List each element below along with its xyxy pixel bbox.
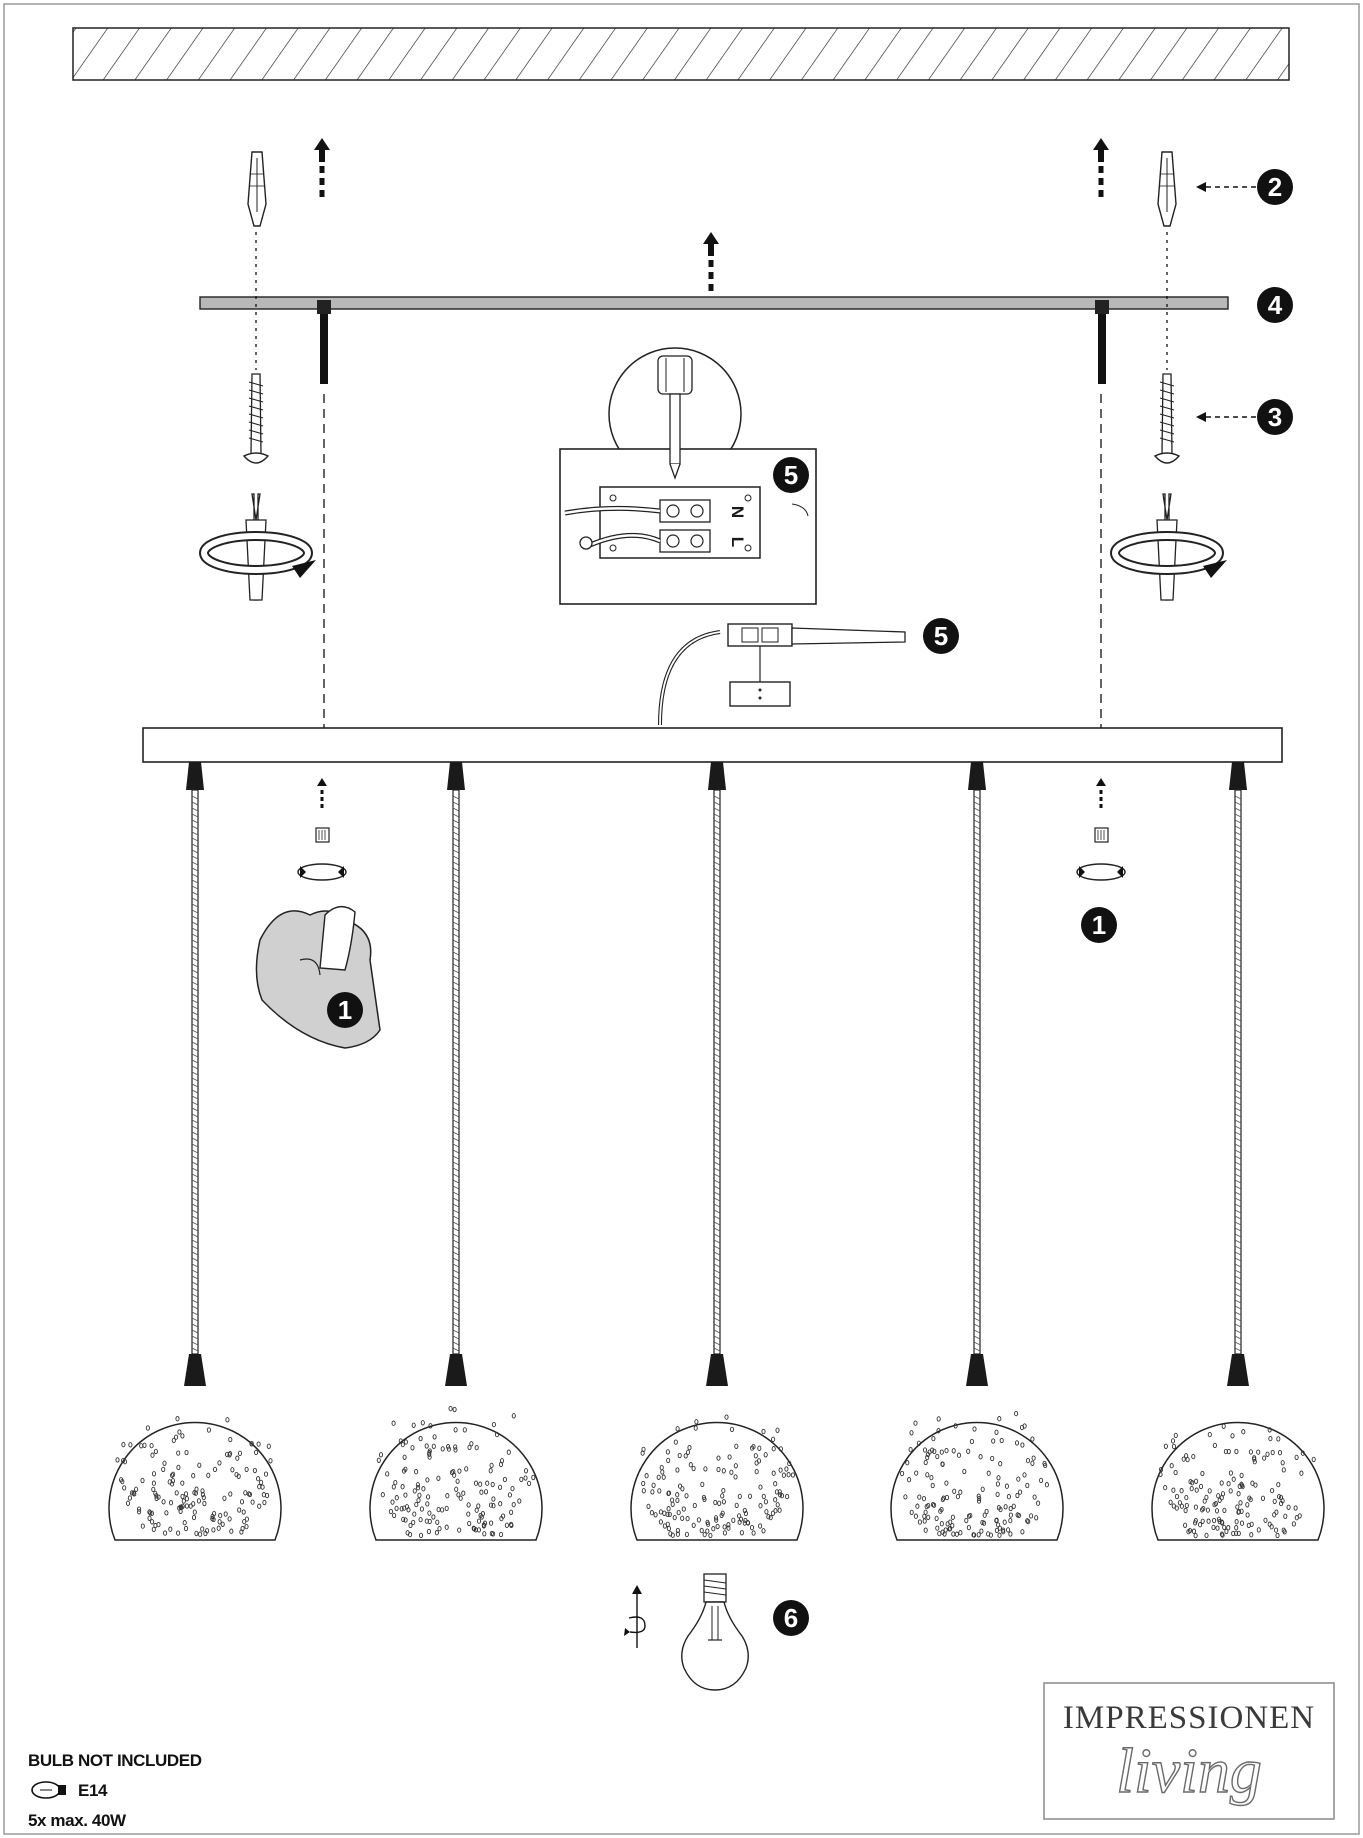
svg-text:living: living [1116,1735,1262,1806]
lamp-base-bar [142,727,1283,763]
screwdriver-rotate-left [199,493,316,601]
step-badge-5-inset: 5 [773,457,809,493]
socket-type-text: E14 [78,1781,108,1800]
svg-text:5: 5 [784,460,798,490]
up-arrow-center [703,232,719,294]
wattage-text: 5x max. 40W [28,1811,127,1830]
up-arrow-right [1093,138,1109,200]
mounting-plate [199,296,1229,310]
svg-text:IMPRESSIONEN: IMPRESSIONEN [1063,1700,1315,1736]
svg-text:1: 1 [338,995,352,1025]
wall-plug-right [1157,151,1177,227]
step-badge-1-hand: 1 [327,992,363,1028]
pendant-shade [890,1421,1064,1541]
pendant-lamps [108,762,1325,1541]
plate-bolt-right [1095,300,1109,384]
pendant-shade [108,1421,282,1541]
leader-arrows [1196,182,1256,422]
terminal-label-live: L [728,537,747,547]
page-border [3,3,1360,1835]
brand-logo: IMPRESSIONEN living [1043,1682,1335,1820]
fastening-guide-lines [255,232,1168,730]
bulb-not-included-text: BULB NOT INCLUDED [28,1751,202,1770]
pendant-1 [108,762,282,1541]
step-badge-2: 2 [1257,169,1293,205]
screwdriver-rotate-right [1110,493,1227,601]
terminal-block [564,486,809,559]
hand-turning-knob [255,906,381,1049]
pendant-shade [630,1421,804,1541]
svg-text:3: 3 [1268,402,1282,432]
terminal-label-neutral: N [728,506,747,518]
step-badge-1-right: 1 [1081,907,1117,943]
svg-text:4: 4 [1268,290,1283,320]
screw-right [1153,373,1181,464]
step-badge-5-connector: 5 [923,618,959,654]
step-badge-4: 4 [1257,287,1293,323]
finial-knob-right [1076,778,1126,881]
step-badge-6: 6 [773,1600,809,1636]
svg-text:5: 5 [934,621,948,651]
screw-left [242,373,270,464]
bulb-icon [31,1781,66,1799]
bulb-install [624,1573,749,1691]
pendant-4 [890,762,1064,1541]
connector-cable [658,623,906,726]
svg-text:1: 1 [1092,910,1106,940]
pendant-3 [630,762,804,1541]
pendant-shade [1151,1421,1325,1541]
ceiling [72,27,1290,81]
svg-text:6: 6 [784,1603,798,1633]
pendant-5 [1151,762,1325,1541]
up-arrow-left [314,138,330,200]
pendant-2 [369,762,543,1541]
step-badge-3: 3 [1257,399,1293,435]
plate-bolt-left [317,300,331,384]
light-bulb [681,1573,749,1691]
finial-knob-left [297,778,347,881]
svg-text:2: 2 [1268,172,1282,202]
wall-plug-left [247,151,267,227]
screwdriver-detail [657,355,693,480]
